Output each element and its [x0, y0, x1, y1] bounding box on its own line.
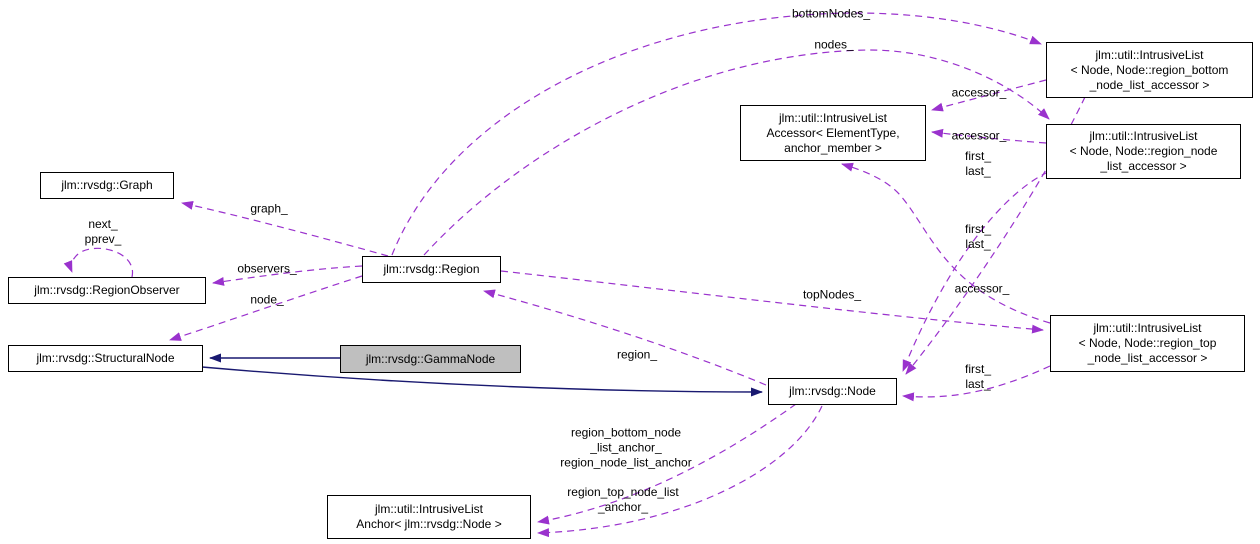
class-box-structural-node[interactable]: jlm::rvsdg::StructuralNode	[8, 345, 203, 372]
edge-observers	[212, 265, 363, 286]
class-box-intrusive-list-region-bottom[interactable]: jlm::util::IntrusiveList < Node, Node::r…	[1046, 42, 1253, 98]
edge-anchors-bottom-node	[537, 403, 797, 525]
edge-accessor-bottom	[931, 79, 1047, 112]
edge-node	[169, 275, 363, 341]
edge-region	[483, 289, 767, 386]
edge-accessor-top	[841, 162, 1051, 324]
class-box-graph[interactable]: jlm::rvsdg::Graph	[40, 172, 174, 199]
edge-accessor-node	[931, 128, 1047, 144]
edge-inherit-structural-node	[201, 366, 763, 397]
edge-graph	[181, 200, 389, 257]
class-box-intrusive-list-accessor[interactable]: jlm::util::IntrusiveList Accessor< Eleme…	[740, 105, 926, 161]
edge-anchor-top	[537, 405, 823, 538]
edge-bottom-nodes	[391, 12, 1042, 256]
class-box-node[interactable]: jlm::rvsdg::Node	[768, 378, 897, 405]
class-box-region-observer[interactable]: jlm::rvsdg::RegionObserver	[8, 277, 206, 304]
class-box-intrusive-list-region-top[interactable]: jlm::util::IntrusiveList < Node, Node::r…	[1050, 315, 1245, 372]
edge-first-last-node-list	[902, 171, 1049, 372]
class-box-region[interactable]: jlm::rvsdg::Region	[362, 256, 501, 283]
class-box-intrusive-list-anchor[interactable]: jlm::util::IntrusiveList Anchor< jlm::rv…	[327, 495, 531, 539]
class-box-intrusive-list-region-node[interactable]: jlm::util::IntrusiveList < Node, Node::r…	[1046, 124, 1241, 179]
edge-first-last-top-list	[902, 365, 1051, 402]
edge-next-pprev-selfloop	[63, 247, 133, 278]
edge-nodes	[423, 49, 1050, 256]
edge-top-nodes	[500, 270, 1044, 334]
class-box-gamma-node: jlm::rvsdg::GammaNode	[340, 345, 521, 373]
